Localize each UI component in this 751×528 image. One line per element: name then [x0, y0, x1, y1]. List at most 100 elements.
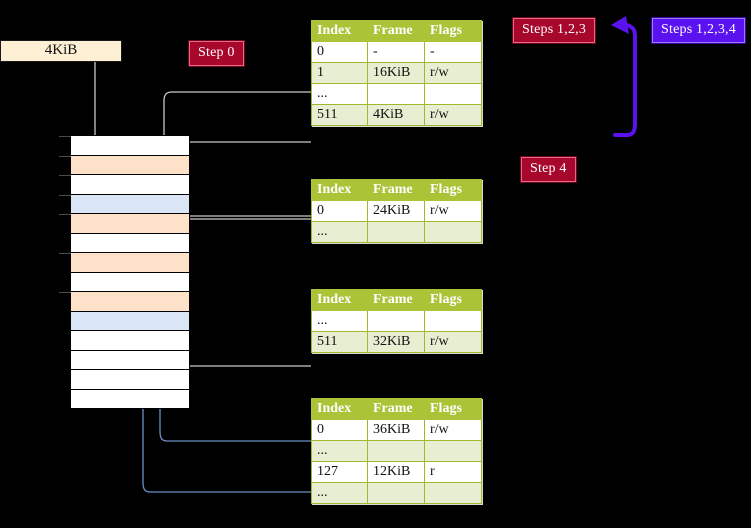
table-row: 0-- [311, 41, 482, 63]
memory-scale-tick [59, 253, 71, 254]
table-cell: r/w [424, 200, 482, 222]
table-cell: 0 [311, 419, 368, 441]
table-cell: 127 [311, 461, 368, 483]
memory-scale-tick [59, 194, 71, 196]
table-cell: 4KiB [367, 104, 425, 126]
table-cell: 0 [311, 200, 368, 222]
table-cell: 32KiB [367, 331, 425, 353]
table-cell [424, 83, 482, 105]
memory-frame-row [71, 272, 189, 292]
table-cell: r/w [424, 419, 482, 441]
table-cell: ... [311, 440, 368, 462]
steps-123-badge-text: Steps 1,2,3 [522, 22, 587, 37]
table-cell: 511 [311, 331, 368, 353]
column-header-frame: Frame [367, 398, 425, 420]
column-header-index: Index [311, 289, 368, 311]
column-header-flags: Flags [424, 289, 482, 311]
column-header-frame: Frame [367, 179, 425, 201]
steps-1234-badge: Steps 1,2,3,4 [652, 18, 745, 43]
memory-frame-row [71, 350, 189, 370]
memory-size-label: 4KiB [0, 40, 122, 62]
memory-scale-tick [59, 136, 71, 137]
table-cell: ... [311, 310, 368, 332]
table-cell [367, 310, 425, 332]
table-cell: r/w [424, 331, 482, 353]
column-header-frame: Frame [367, 289, 425, 311]
memory-frame-row [71, 233, 189, 253]
table-row: ... [311, 482, 482, 504]
step-4-badge-text: Step 4 [530, 161, 567, 176]
table-cell: 0 [311, 41, 368, 63]
wire-pdpt-0-to-memory [175, 218, 311, 261]
table-cell [367, 440, 425, 462]
memory-scale-tick [59, 175, 71, 176]
table-cell: 511 [311, 104, 368, 126]
memory-frame-row [71, 155, 189, 175]
step-4-badge: Step 4 [521, 157, 576, 182]
column-header-index: Index [311, 20, 368, 42]
step-0-badge: Step 0 [189, 41, 244, 66]
column-header-index: Index [311, 179, 368, 201]
table-cell [424, 482, 482, 504]
memory-frame-row [71, 253, 189, 273]
steps-1234-badge-text: Steps 1,2,3,4 [661, 22, 736, 37]
table-cell [424, 440, 482, 462]
table-cell [424, 310, 482, 332]
table-cell: ... [311, 221, 368, 243]
memory-frame-row [71, 311, 189, 331]
table-cell: 24KiB [367, 200, 425, 222]
memory-size-label-text: 4KiB [44, 42, 78, 58]
memory-scale-tick [59, 214, 71, 215]
memory-scale-tick [59, 155, 71, 157]
physical-memory-column [59, 135, 190, 409]
table-cell [367, 221, 425, 243]
column-header-frame: Frame [367, 20, 425, 42]
table-cell [424, 221, 482, 243]
column-header-index: Index [311, 398, 368, 420]
memory-frame-row [71, 136, 189, 156]
table-row: ... [311, 221, 482, 243]
memory-frame-row [71, 370, 189, 390]
wire-memory-to-pd-511 [164, 316, 311, 367]
memory-frame-row [71, 389, 189, 409]
table-cell: 36KiB [367, 419, 425, 441]
memory-frame-row [71, 292, 189, 312]
table-cell: ... [311, 482, 368, 504]
column-header-flags: Flags [424, 179, 482, 201]
table-cell: ... [311, 83, 368, 105]
table-cell: r/w [424, 104, 482, 126]
table-row: ... [311, 440, 482, 462]
column-header-flags: Flags [424, 398, 482, 420]
table-cell [367, 83, 425, 105]
purple-bracket-arrow [611, 16, 637, 137]
table-row: ... [311, 83, 482, 105]
table-cell [367, 482, 425, 504]
table-cell: - [367, 41, 425, 63]
table-cell: - [424, 41, 482, 63]
step-0-badge-text: Step 0 [198, 45, 235, 60]
column-header-flags: Flags [424, 20, 482, 42]
memory-frame-row [71, 331, 189, 351]
steps-123-badge: Steps 1,2,3 [513, 18, 596, 43]
table-cell: r [424, 461, 482, 483]
table-cell: 12KiB [367, 461, 425, 483]
memory-frame-row [71, 194, 189, 214]
memory-frame-row [71, 214, 189, 234]
memory-frame-row [71, 175, 189, 195]
table-cell: r/w [424, 62, 482, 84]
table-cell: 16KiB [367, 62, 425, 84]
